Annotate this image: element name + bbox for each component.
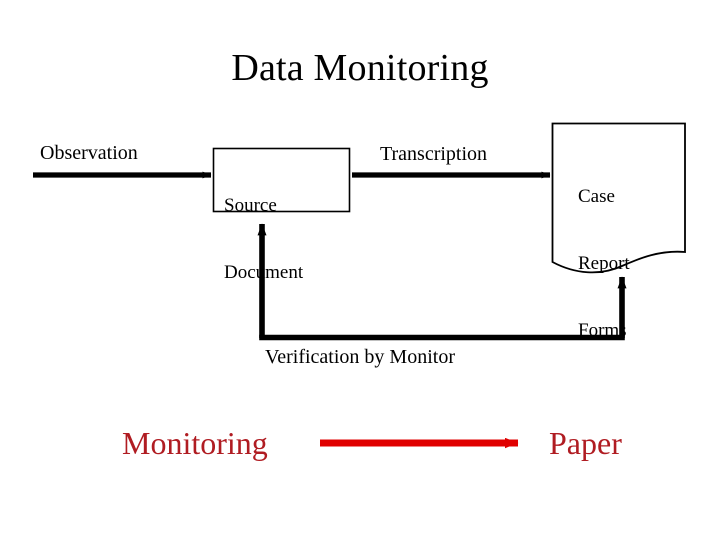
node-line: Forms <box>578 320 627 342</box>
edge-label-transcription: Transcription <box>380 143 488 165</box>
node-line: Document <box>224 262 304 284</box>
node-line: Case <box>578 185 615 207</box>
node-label-source-document: Source Document <box>224 150 348 329</box>
case-report-forms-shape <box>551 122 686 274</box>
legend-label-monitoring: Monitoring <box>122 425 268 461</box>
source-document-box <box>212 147 351 213</box>
legend-label-paper: Paper <box>549 425 622 461</box>
edge-label-verification: Verification by Monitor <box>265 346 455 368</box>
node-line: Report <box>578 253 630 275</box>
edge-label-observation: Observation <box>40 142 138 164</box>
node-line: Source <box>224 194 277 216</box>
page-title: Data Monitoring <box>231 47 489 89</box>
node-label-case-report-forms: Case Report Forms <box>578 141 688 387</box>
